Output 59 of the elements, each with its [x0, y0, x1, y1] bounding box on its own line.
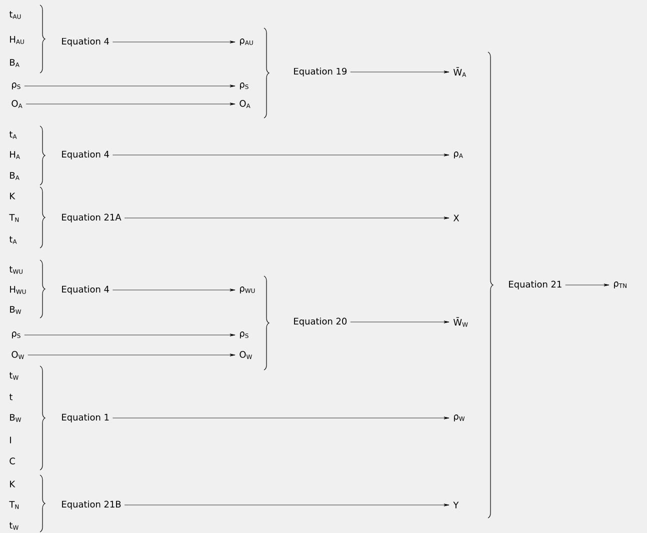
- arrow: [350, 70, 450, 74]
- variable-label: ρ$_{W}$: [454, 414, 465, 422]
- equation-label: Equation 20: [294, 318, 347, 326]
- arrow: [350, 320, 450, 324]
- arrow: [124, 504, 450, 506]
- variable-label: H$_{AU}$: [10, 36, 24, 44]
- variable-label: O$_{A}$: [240, 100, 250, 108]
- variable-label: H$_{WU}$: [10, 286, 26, 294]
- variable-label: B$_{W}$: [10, 306, 22, 314]
- equation-label: Equation 21A: [62, 214, 122, 222]
- variable-label: B$_{A}$: [10, 172, 20, 180]
- variable-label: ρ$_{A}$: [454, 152, 463, 158]
- variable-label: ρ$_{S}$: [240, 82, 248, 90]
- variable-label: t$_{A}$: [9, 131, 17, 139]
- arrow: [24, 84, 236, 88]
- variable-label: t$_{AU}$: [9, 11, 21, 19]
- variable-label: ρ$_{S}$: [12, 332, 20, 338]
- variable-label: B$_{A}$: [10, 59, 20, 67]
- variable-label: T$_{N}$: [9, 214, 19, 222]
- arrow: [28, 354, 236, 356]
- equation-label: Equation 4: [62, 150, 109, 160]
- variable-label: O$_{W}$: [12, 351, 24, 359]
- variable-label: ρ$_{WU}$: [240, 286, 255, 294]
- variable-label: ρ$_{S}$: [240, 332, 248, 338]
- equation-label: Equation 19: [294, 68, 347, 76]
- variable-label: Y: [453, 502, 459, 508]
- arrow: [124, 216, 450, 220]
- variable-label: ρ$_{TN}$: [614, 282, 626, 288]
- arrow: [112, 416, 450, 420]
- equation-label: Equation 21B: [62, 500, 121, 510]
- equation-label: Equation 1: [62, 414, 109, 422]
- equation-label: Equation 21: [509, 280, 562, 290]
- equation-label: Equation 4: [62, 286, 109, 294]
- variable-label: t$_{W}$: [9, 522, 18, 530]
- arrow: [112, 154, 450, 156]
- variable-label: O$_{W}$: [240, 351, 252, 359]
- arrow: [112, 40, 236, 44]
- variable-label: X: [453, 214, 460, 222]
- variable-label: C: [10, 458, 15, 464]
- variable-label: ρ$_{S}$: [12, 82, 20, 90]
- arrow: [26, 102, 236, 106]
- variable-label: B$_{W}$: [10, 414, 22, 422]
- variable-label: W̄$_{A}$: [454, 67, 466, 77]
- variable-label: T$_{N}$: [9, 501, 19, 509]
- variable-label: I: [10, 436, 11, 444]
- variable-label: ρ$_{AU}$: [240, 38, 253, 46]
- variable-label: K: [10, 480, 16, 488]
- variable-label: t$_{A}$: [9, 236, 17, 244]
- variable-label: t: [9, 394, 12, 400]
- variable-label: t$_{WU}$: [9, 266, 22, 274]
- variable-label: K: [10, 192, 16, 200]
- arrow: [112, 288, 236, 292]
- arrow: [565, 284, 610, 286]
- equation-label: Equation 4: [62, 38, 109, 46]
- variable-label: O$_{A}$: [12, 100, 22, 108]
- variable-label: t$_{W}$: [9, 372, 18, 380]
- variable-label: H$_{A}$: [10, 151, 20, 159]
- variable-label: W̄$_{W}$: [454, 317, 468, 327]
- arrow: [24, 334, 236, 336]
